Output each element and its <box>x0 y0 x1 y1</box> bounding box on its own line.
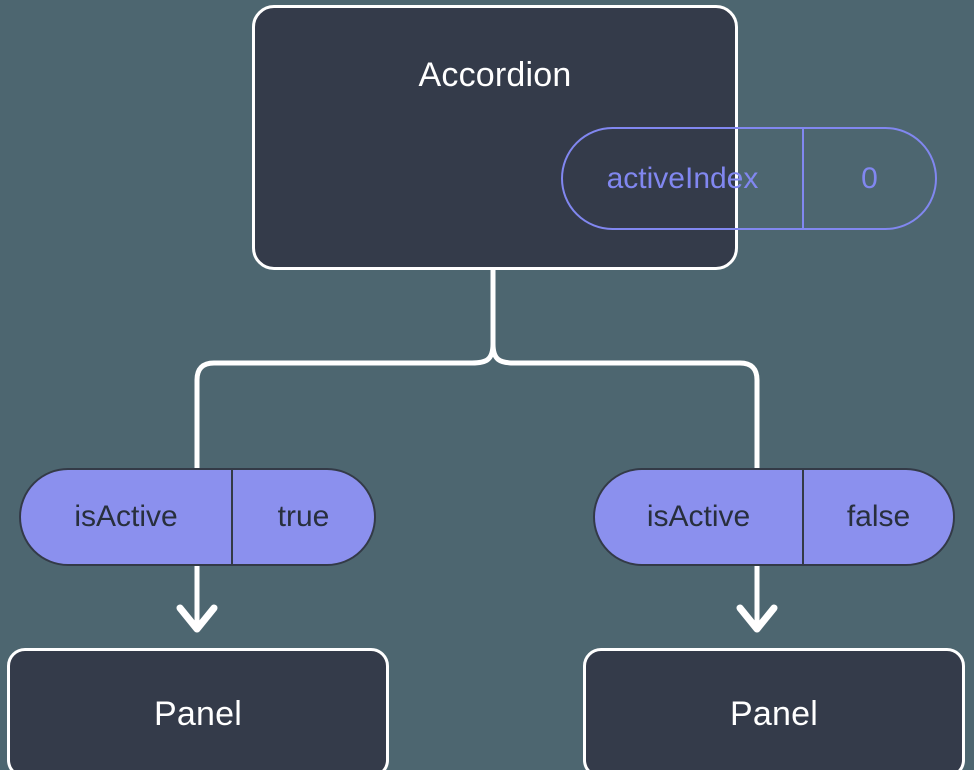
prop-pill-value: false <box>846 500 911 533</box>
node-panel-left[interactable]: Panel <box>7 648 389 770</box>
connector-branch-right <box>490 341 760 471</box>
prop-pill-key: isActive <box>595 470 804 564</box>
prop-pill-value: true <box>277 500 330 533</box>
node-panel-left-title: Panel <box>154 695 242 733</box>
prop-pill-isactive-true[interactable]: isActive true <box>19 468 376 566</box>
node-accordion-title: Accordion <box>418 56 572 94</box>
connector-branch-left <box>194 341 496 471</box>
node-accordion[interactable]: Accordion activeIndex 0 <box>252 5 937 270</box>
node-panel-right[interactable]: Panel <box>583 648 965 770</box>
arrow-head-left <box>176 604 218 633</box>
state-pill-activeindex[interactable]: activeIndex 0 <box>561 127 937 230</box>
prop-pill-isactive-false[interactable]: isActive false <box>593 468 955 566</box>
state-pill-value: 0 <box>861 161 878 195</box>
node-panel-right-title: Panel <box>730 695 818 733</box>
prop-pill-key: isActive <box>21 470 233 564</box>
arrow-head-right <box>736 604 778 633</box>
state-pill-key: activeIndex <box>563 129 804 228</box>
